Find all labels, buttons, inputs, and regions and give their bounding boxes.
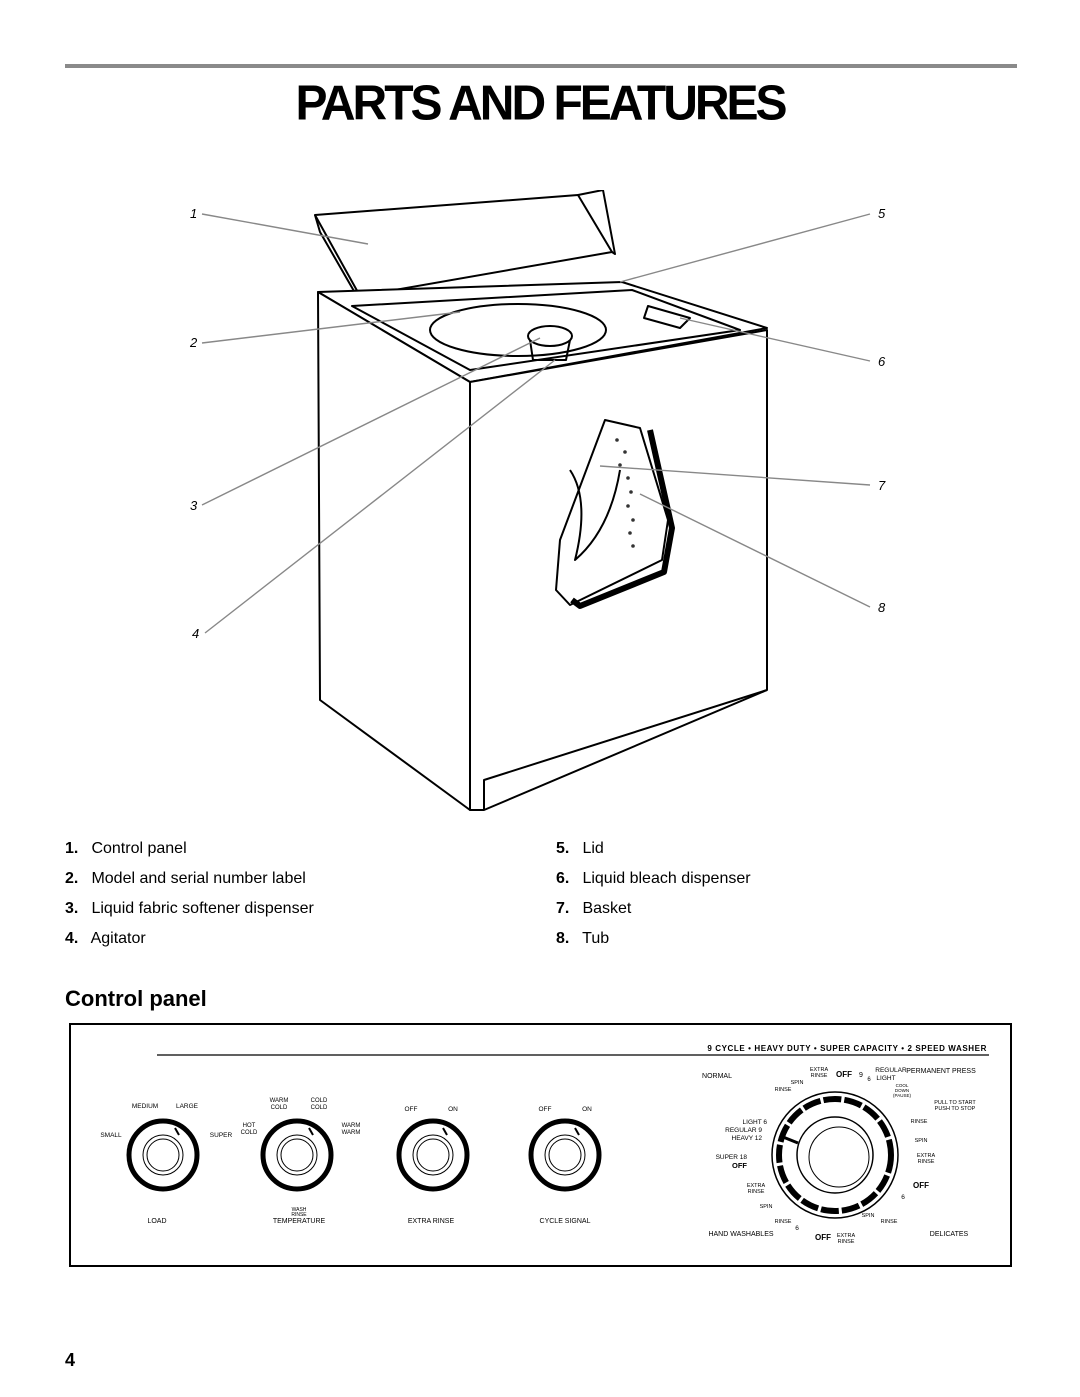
svg-text:EXTRA: EXTRA [810,1067,829,1073]
svg-text:WASH: WASH [292,1207,307,1213]
svg-text:OFF: OFF [732,1161,747,1170]
washer-diagram: 1 2 3 4 5 6 7 8 [189,190,886,811]
temperature-knob[interactable]: WARM COLD COLD COLD HOT COLD WARM WARM W… [241,1098,361,1225]
svg-text:SUPER 18: SUPER 18 [716,1154,748,1161]
svg-text:DELICATES: DELICATES [930,1231,969,1238]
timer-dial[interactable]: NORMAL PERMANENT PRESS EXTRA RINSE OFF 9… [702,1067,976,1245]
legend-item: 3. Liquid fabric softener dispenser [65,900,314,917]
svg-text:WARM: WARM [342,1123,361,1129]
control-panel-illustration: 9 CYCLE • HEAVY DUTY • SUPER CAPACITY • … [69,1023,1012,1267]
callout-4: 4 [192,626,199,641]
agitator-top [527,325,573,347]
svg-text:SPIN: SPIN [760,1204,773,1210]
svg-text:REGULAR: REGULAR [875,1067,907,1074]
tub-cutaway [555,419,669,606]
svg-text:RINSE: RINSE [911,1119,928,1125]
svg-text:(PAUSE): (PAUSE) [893,1093,911,1098]
legend-item: 5. Lid [556,840,604,857]
svg-text:MEDIUM: MEDIUM [132,1103,158,1110]
svg-text:LIGHT 6: LIGHT 6 [743,1119,768,1126]
control-panel-svg: 9 CYCLE • HEAVY DUTY • SUPER CAPACITY • … [100,1044,989,1245]
svg-text:6: 6 [867,1077,871,1083]
svg-text:SPIN: SPIN [915,1138,928,1144]
svg-text:6: 6 [901,1194,905,1201]
svg-text:WARM: WARM [342,1130,361,1136]
svg-text:WARM: WARM [270,1098,289,1104]
svg-text:RINSE: RINSE [291,1212,307,1218]
svg-text:OFF: OFF [815,1233,831,1242]
legend-item: 7. Basket [556,900,632,917]
extra-rinse-knob[interactable]: OFF ON EXTRA RINSE [396,1106,470,1225]
callout-5: 5 [878,206,886,221]
callout-1: 1 [190,206,197,221]
svg-text:SPIN: SPIN [862,1213,875,1219]
legend-left: 1. Control panel 2. Model and serial num… [65,838,314,958]
svg-text:OFF: OFF [405,1106,418,1113]
legend-item: 1. Control panel [65,840,187,857]
svg-text:OFF: OFF [539,1106,552,1113]
svg-text:EXTRA: EXTRA [747,1183,766,1189]
svg-text:COLD: COLD [311,1098,328,1104]
svg-text:COOL: COOL [896,1083,909,1088]
svg-text:RINSE: RINSE [748,1189,765,1195]
svg-text:RINSE: RINSE [811,1073,828,1079]
callout-7: 7 [878,478,886,493]
svg-text:DOWN: DOWN [895,1088,909,1093]
svg-text:PULL TO START: PULL TO START [934,1100,976,1106]
legend-item: 6. Liquid bleach dispenser [556,870,751,887]
svg-text:SMALL: SMALL [100,1132,122,1139]
page-title: PARTS AND FEATURES [295,76,787,131]
svg-text:PERMANENT PRESS: PERMANENT PRESS [906,1068,976,1075]
svg-text:LIGHT: LIGHT [876,1075,895,1082]
svg-text:ON: ON [582,1106,592,1113]
svg-text:NORMAL: NORMAL [702,1073,732,1080]
legend-item: 2. Model and serial number label [65,870,306,887]
callout-3: 3 [190,498,198,513]
lid-shape [314,194,613,297]
svg-text:HAND WASHABLES: HAND WASHABLES [708,1231,773,1238]
svg-text:ON: ON [448,1106,458,1113]
bleach-dispenser-shape [643,305,691,329]
extra-rinse-label: EXTRA RINSE [408,1218,455,1225]
legend-item: 4. Agitator [65,930,146,947]
svg-text:REGULAR 9: REGULAR 9 [725,1127,762,1134]
legend-right: 5. Lid 6. Liquid bleach dispenser 7. Bas… [556,838,751,958]
temperature-label: TEMPERATURE [273,1218,326,1225]
svg-text:RINSE: RINSE [918,1159,935,1165]
svg-text:RINSE: RINSE [881,1219,898,1225]
callout-6: 6 [878,354,886,369]
page-number: 4 [65,1350,76,1370]
svg-text:COLD: COLD [311,1105,328,1111]
cycle-signal-knob[interactable]: OFF ON CYCLE SIGNAL [528,1106,602,1225]
callout-2: 2 [189,335,198,350]
header-rule [65,64,1017,68]
svg-text:PUSH TO STOP: PUSH TO STOP [935,1106,976,1112]
panel-banner: 9 CYCLE • HEAVY DUTY • SUPER CAPACITY • … [707,1044,987,1053]
svg-text:9: 9 [859,1072,863,1079]
svg-text:COLD: COLD [241,1130,258,1136]
cycle-signal-label: CYCLE SIGNAL [540,1218,591,1225]
svg-text:6: 6 [795,1225,799,1232]
svg-text:HOT: HOT [243,1123,256,1129]
svg-text:OFF: OFF [836,1070,852,1079]
svg-text:HEAVY 12: HEAVY 12 [732,1135,763,1142]
svg-text:COLD: COLD [271,1105,288,1111]
svg-text:OFF: OFF [913,1181,929,1190]
svg-text:SPIN: SPIN [791,1080,804,1086]
callout-8: 8 [878,600,886,615]
svg-text:EXTRA: EXTRA [837,1233,856,1239]
svg-text:SUPER: SUPER [210,1132,233,1139]
legend-item: 8. Tub [556,930,610,947]
svg-text:LARGE: LARGE [176,1103,199,1110]
section-title: Control panel [65,986,207,1011]
cabinet-side [317,291,471,811]
svg-text:EXTRA: EXTRA [917,1153,936,1159]
svg-text:RINSE: RINSE [775,1087,792,1093]
svg-text:RINSE: RINSE [775,1219,792,1225]
load-label: LOAD [147,1218,166,1225]
svg-text:RINSE: RINSE [838,1239,855,1245]
load-knob[interactable]: MEDIUM LARGE SMALL SUPER LOAD [100,1103,232,1225]
